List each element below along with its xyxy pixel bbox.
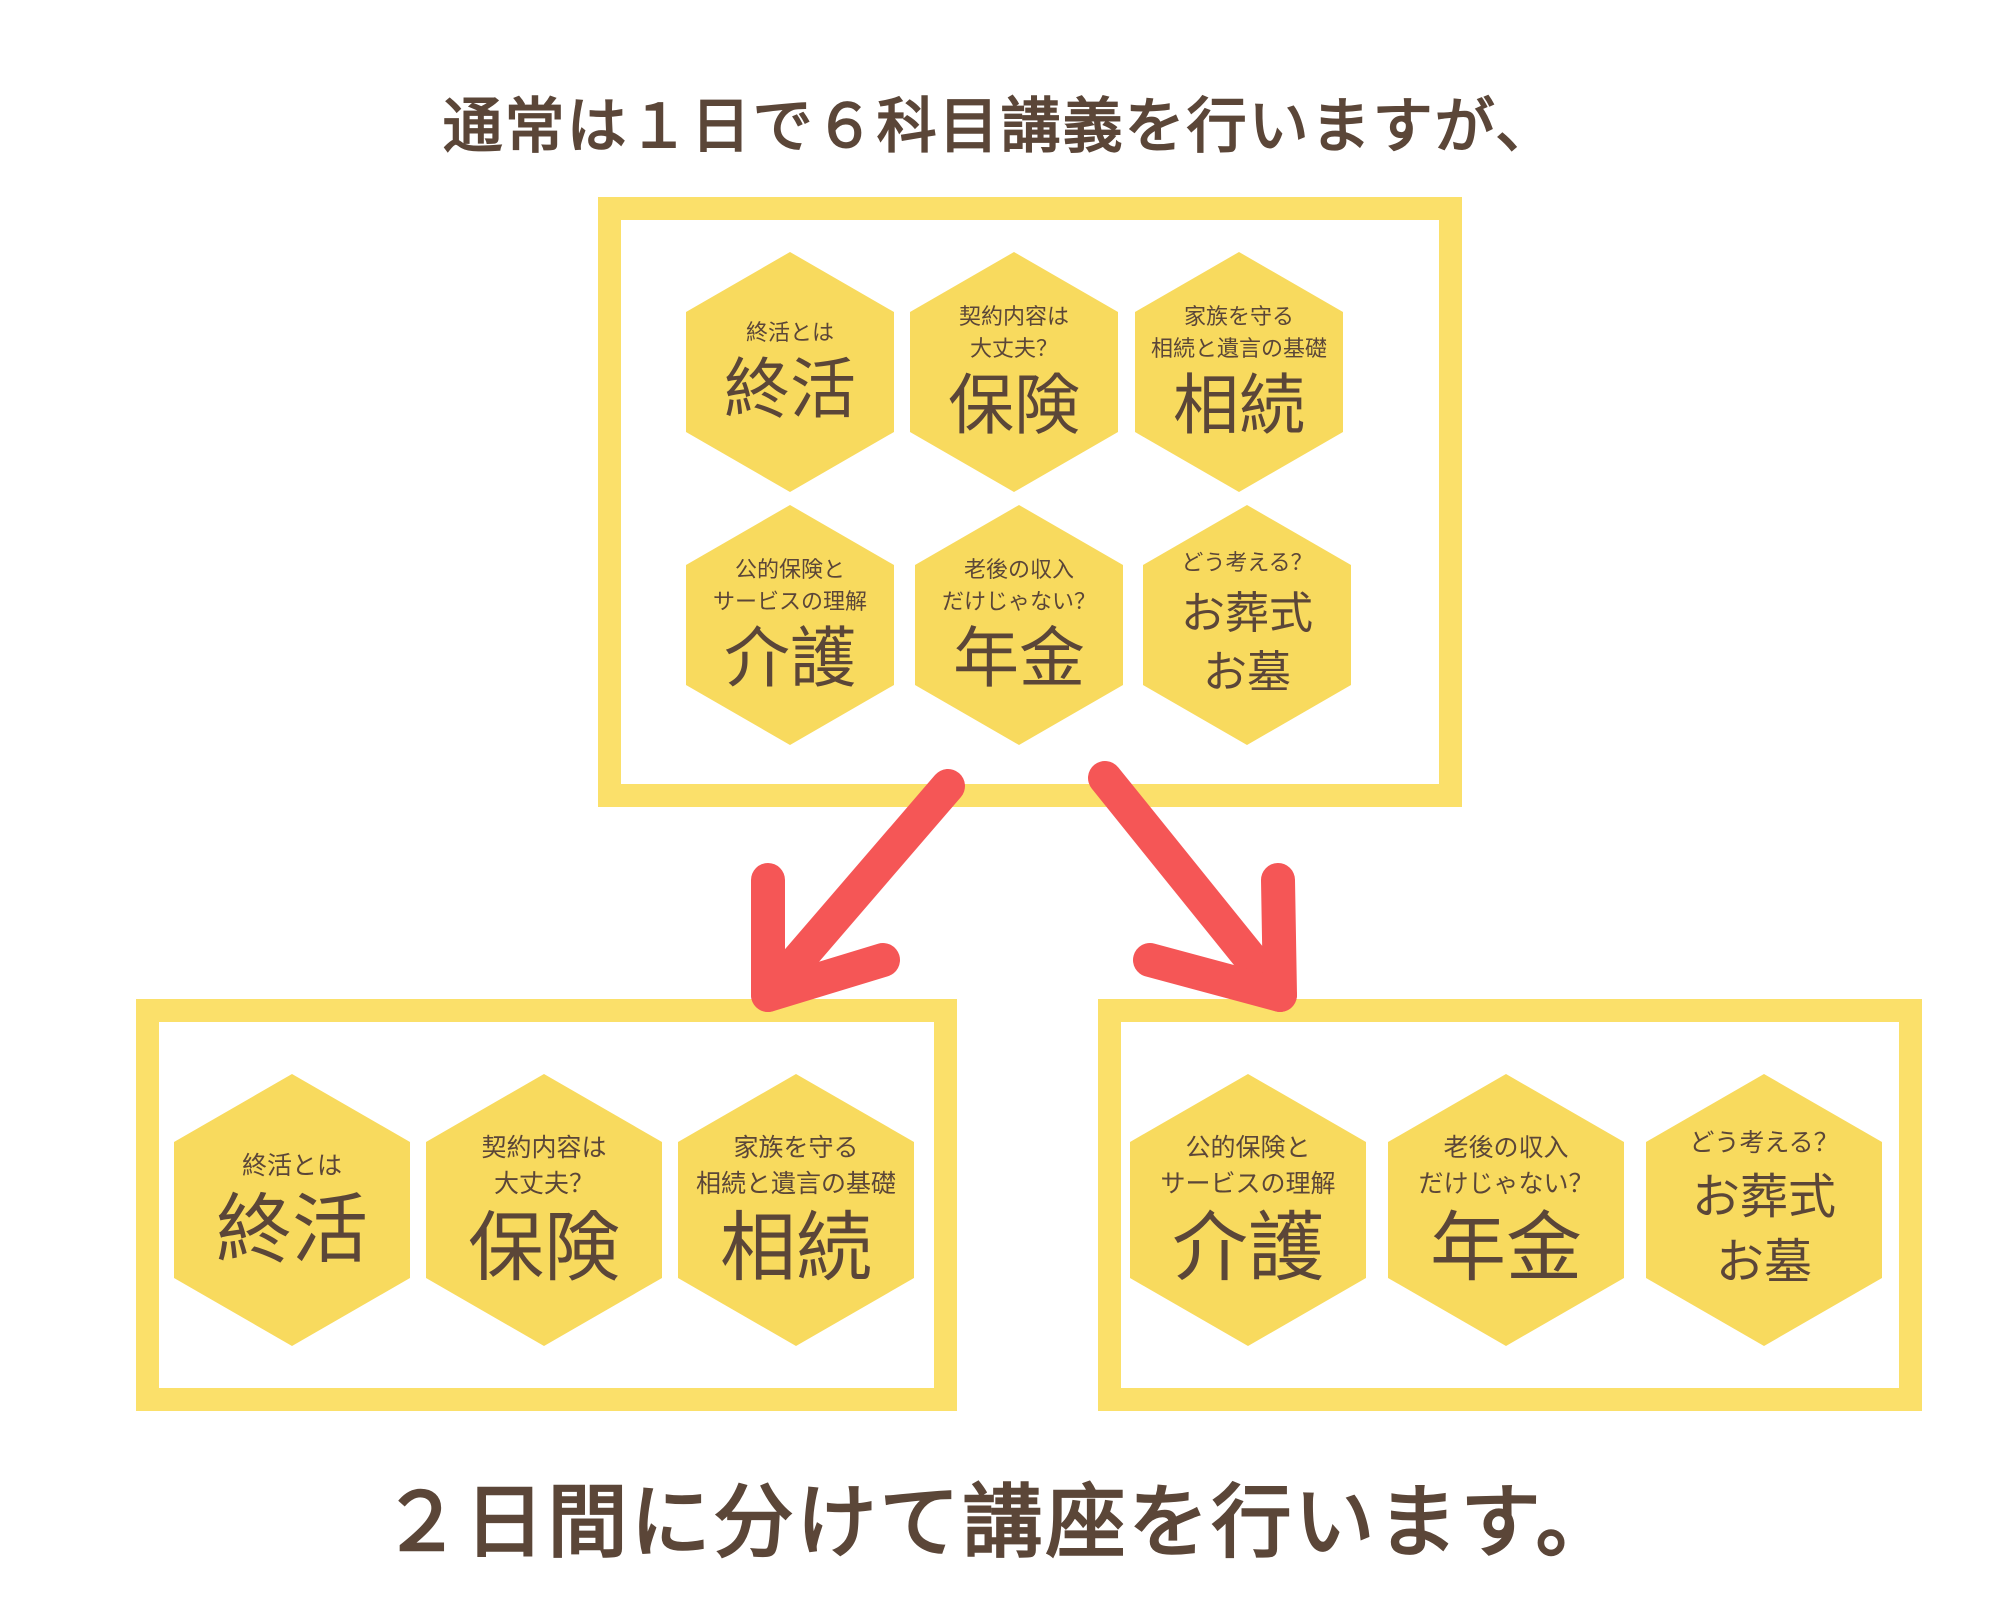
arrow-right — [1088, 761, 1297, 1012]
hex-title: 年金 — [953, 619, 1085, 697]
hex-title: 保険 — [468, 1203, 620, 1293]
hex-kaigo: 公的保険と サービスの理解 介護 — [1130, 1074, 1366, 1346]
hex-kaigo: 公的保険と サービスの理解 介護 — [686, 505, 894, 745]
hex-subtitle: 契約内容は 大丈夫？ — [481, 1132, 607, 1199]
hex-hoken: 契約内容は 大丈夫？ 保険 — [426, 1074, 662, 1346]
hex-souzoku: 家族を守る 相続と遺言の基礎 相続 — [678, 1074, 914, 1346]
hex-subtitle: 契約内容は 大丈夫？ — [958, 304, 1069, 362]
hex-title: 相続 — [720, 1203, 872, 1293]
hex-title: お葬式 お墓 — [1691, 1169, 1836, 1291]
hex-subtitle: 老後の収入 だけじゃない？ — [941, 557, 1096, 615]
hex-subtitle: 老後の収入 だけじゃない？ — [1418, 1132, 1594, 1199]
hex-subtitle: 終活とは — [745, 320, 834, 346]
bottom-heading: ２日間に分けて講座を行います。 — [381, 1476, 1619, 1569]
hex-shukatsu: 終活とは 終活 — [174, 1074, 410, 1346]
hex-title: 介護 — [1172, 1203, 1324, 1293]
hex-ososhiki: どう考える？ お葬式 お墓 — [1646, 1074, 1882, 1346]
hex-subtitle: 家族を守る 相続と遺言の基礎 — [695, 1132, 896, 1199]
hex-title: 終活 — [724, 350, 856, 428]
hex-subtitle: どう考える？ — [1181, 550, 1313, 576]
hex-title: 保険 — [948, 366, 1080, 444]
hex-title: 年金 — [1430, 1203, 1582, 1293]
hex-subtitle: 終活とは — [241, 1151, 342, 1181]
top-heading: 通常は１日で６科目講義を行いますが、 — [442, 92, 1558, 162]
hex-shukatsu: 終活とは 終活 — [686, 252, 894, 492]
hex-nenkin: 老後の収入 だけじゃない？ 年金 — [1388, 1074, 1624, 1346]
hex-subtitle: 家族を守る 相続と遺言の基礎 — [1150, 304, 1327, 362]
hex-subtitle: 公的保険と サービスの理解 — [712, 557, 867, 615]
hex-title: 介護 — [724, 619, 856, 697]
hex-subtitle: どう考える？ — [1689, 1128, 1839, 1158]
arrow-left — [751, 769, 965, 1012]
hex-title: 終活 — [216, 1185, 368, 1275]
hex-subtitle: 公的保険と サービスの理解 — [1160, 1132, 1336, 1199]
hex-title: お葬式 お墓 — [1181, 587, 1313, 698]
hex-title: 相続 — [1173, 366, 1305, 444]
